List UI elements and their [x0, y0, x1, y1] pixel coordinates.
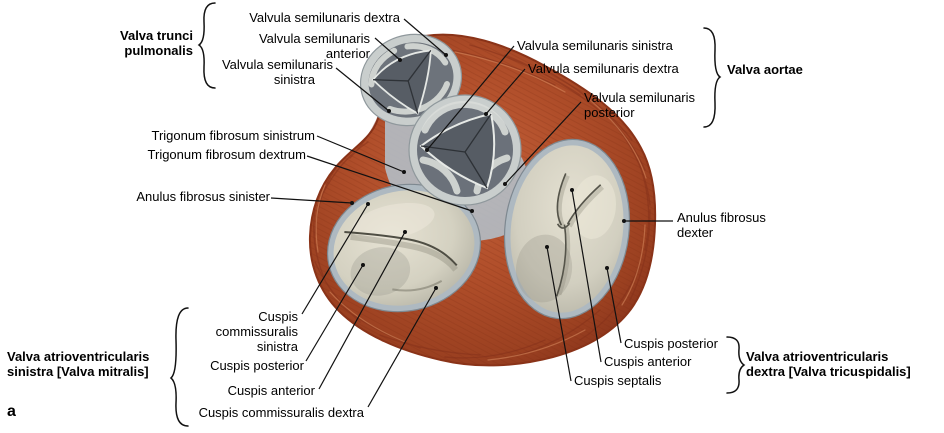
- label-cuspis-commissuralis-sinistra: Cuspis commissuralis sinistra: [216, 309, 298, 354]
- label-pulm-valvula-sinistra: Valvula semilunaris sinistra: [222, 57, 333, 87]
- label-line: Valvula semilunaris: [258, 31, 370, 46]
- label-cuspis-commissuralis-dextra: Cuspis commissuralis dextra: [198, 405, 364, 420]
- label-tricuspid-cuspis-anterior: Cuspis anterior: [604, 354, 692, 369]
- label-group-valva-aortae: Valva aortae: [727, 62, 803, 77]
- label-trigonum-fibrosum-sinistrum: Trigonum fibrosum sinistrum: [151, 128, 315, 143]
- aortic-valve: [408, 94, 522, 206]
- label-line: Valvula semilunaris: [221, 57, 333, 72]
- label-aort-valvula-posterior: Valvula semilunaris posterior: [584, 90, 695, 120]
- label-tricuspid-cuspis-septalis: Cuspis septalis: [574, 373, 662, 388]
- label-aort-valvula-sinistra: Valvula semilunaris sinistra: [517, 38, 673, 53]
- brace-aortic-group: [703, 27, 722, 128]
- label-line: Valvula semilunaris: [584, 90, 696, 105]
- label-line: dexter: [677, 225, 714, 240]
- label-line: Valva atrioventricularis: [746, 349, 889, 364]
- leader-lines: [270, 18, 673, 408]
- label-line: Valva trunci: [120, 28, 193, 43]
- brace-tricuspid-group: [726, 336, 746, 394]
- label-line: sinistra: [273, 72, 315, 87]
- mitral-valve: [326, 183, 482, 313]
- brace-pulmonary-group: [197, 2, 216, 89]
- label-group-valva-av-dextra: Valva atrioventricularis dextra [Valva t…: [746, 349, 911, 379]
- label-trigonum-fibrosum-dextrum: Trigonum fibrosum dextrum: [147, 147, 306, 162]
- label-line: sinistra [Valva mitralis]: [7, 364, 149, 379]
- panel-letter: a: [7, 403, 16, 420]
- label-line: Anulus fibrosus: [677, 210, 766, 225]
- muscle-highlight-strokes: [315, 51, 647, 361]
- label-line: anterior: [325, 46, 370, 61]
- label-line: commissuralis: [215, 324, 298, 339]
- brace-mitral-group: [169, 307, 189, 427]
- label-anulus-fibrosus-dexter: Anulus fibrosus dexter: [677, 210, 766, 240]
- label-group-valva-trunci-pulmonalis: Valva trunci pulmonalis: [120, 28, 193, 58]
- label-group-valva-av-sinistra: Valva atrioventricularis sinistra [Valva…: [7, 349, 149, 379]
- tricuspid-valve: [503, 138, 631, 320]
- label-pulm-valvula-dextra: Valvula semilunaris dextra: [249, 10, 400, 25]
- label-line: Valva atrioventricularis: [7, 349, 150, 364]
- leader-dots: [350, 53, 626, 290]
- label-line: Cuspis: [258, 309, 298, 324]
- label-aort-valvula-dextra: Valvula semilunaris dextra: [528, 61, 679, 76]
- label-mitral-cuspis-anterior: Cuspis anterior: [227, 383, 315, 398]
- label-pulm-valvula-anterior: Valvula semilunaris anterior: [259, 31, 370, 61]
- label-line: pulmonalis: [124, 43, 193, 58]
- label-mitral-cuspis-posterior: Cuspis posterior: [210, 358, 304, 373]
- label-tricuspid-cuspis-posterior: Cuspis posterior: [624, 336, 718, 351]
- label-line: dextra [Valva tricuspidalis]: [746, 364, 911, 379]
- label-anulus-fibrosus-sinister: Anulus fibrosus sinister: [136, 189, 270, 204]
- label-line: sinistra: [256, 339, 298, 354]
- label-line: posterior: [584, 105, 635, 120]
